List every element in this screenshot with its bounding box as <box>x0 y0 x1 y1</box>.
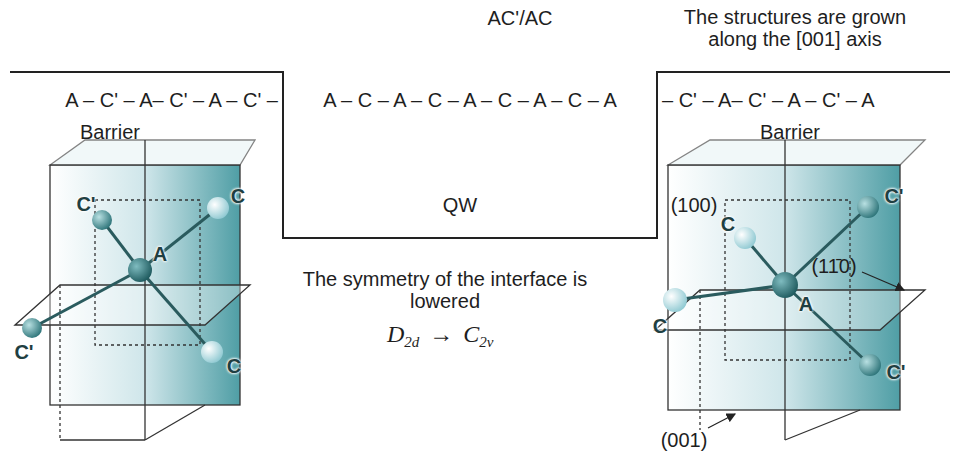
formula-part: 2d <box>404 334 419 351</box>
formula-part: D <box>387 321 404 348</box>
atom-label: A <box>799 293 813 315</box>
plane-label: (001) <box>661 429 708 451</box>
symmetry-formula: D2d → C2v <box>387 321 494 348</box>
atom-label: C' <box>14 341 33 363</box>
chain-text: A – C' – A– C' – A – C' – <box>65 89 278 111</box>
atom-label: C' <box>76 193 95 215</box>
chain-text: – C' – A– C' – A – C' – A <box>662 89 875 111</box>
chain-text: A – C – A – C – A – C – A – C – A <box>323 89 617 111</box>
atom-label: C' <box>886 361 905 383</box>
atom-label: C <box>653 315 667 337</box>
plane-label: (100) <box>671 194 718 216</box>
atom-label: C <box>721 213 735 235</box>
title-label: AC'/AC <box>488 7 553 29</box>
note-text: The symmetry of the interface is lowered <box>295 268 595 312</box>
atom-label: C' <box>884 185 903 207</box>
region-label: Barrier <box>80 121 140 143</box>
atom-label: C <box>231 185 245 207</box>
region-label: QW <box>443 194 477 216</box>
formula-part: → <box>429 321 453 348</box>
note-text: The structures are grown along the [001]… <box>670 6 920 50</box>
region-label: Barrier <box>760 121 820 143</box>
plane-label: (11̄0) <box>811 255 856 277</box>
atom-label: A <box>153 243 167 265</box>
atom-label: C <box>227 355 241 377</box>
formula-part: C <box>463 321 479 348</box>
formula-part: 2v <box>479 334 493 351</box>
